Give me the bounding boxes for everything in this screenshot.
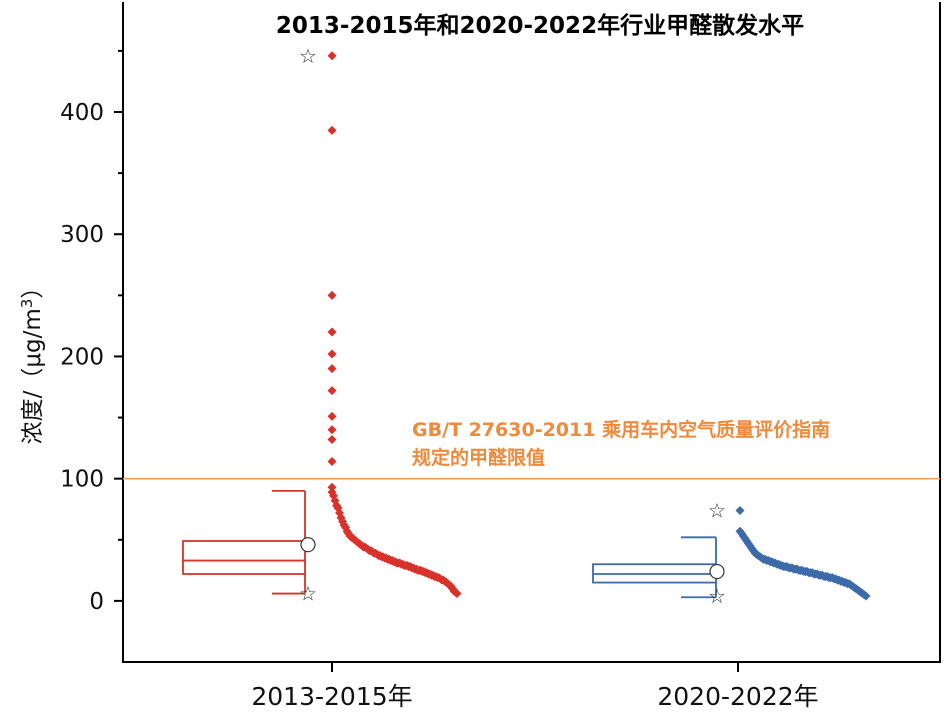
y-axis-label-text: 浓度/（μg/m (20, 308, 46, 444)
reference-label-line-1: GB/T 27630-2011 乘用车内空气质量评价指南 (412, 418, 830, 441)
plot-area: 0 100 200 300 400 2013-2015年 2020-2022年 GB/T … (60, 2, 941, 711)
y-ticks: 0 100 200 300 400 (60, 49, 123, 615)
x-tick-label: 2020-2022年 (657, 682, 818, 711)
data-point (327, 327, 337, 337)
y-axis-label-superscript: 3 (18, 299, 36, 309)
y-axis-label-close: ） (20, 276, 46, 299)
data-point (452, 589, 462, 599)
data-point (327, 435, 337, 445)
y-tick-label: 400 (60, 100, 104, 126)
data-point (861, 591, 871, 601)
max-marker: ☆ (708, 498, 726, 522)
y-tick-label: 0 (89, 589, 104, 615)
mean-marker (709, 563, 725, 580)
series-group: ☆☆ (182, 44, 462, 606)
x-tick-label: 2013-2015年 (251, 682, 412, 711)
min-marker: ☆ (708, 584, 726, 608)
chart-title: 2013-2015年和2020-2022年行业甲醛散发水平 (276, 12, 804, 39)
data-point (327, 364, 337, 374)
series-layer: ☆☆☆☆ (182, 44, 871, 608)
data-point (327, 457, 337, 467)
data-point (327, 51, 337, 61)
mean-marker (300, 537, 316, 553)
series-group: ☆☆ (592, 498, 871, 608)
data-point (327, 125, 337, 135)
data-point (327, 425, 337, 435)
reference-label-line-2: 规定的甲醛限值 (412, 446, 545, 469)
data-point (735, 505, 745, 515)
min-marker: ☆ (299, 582, 317, 606)
data-point (327, 482, 337, 492)
data-point (327, 349, 337, 359)
data-point (327, 386, 337, 396)
y-axis-label: 浓度/（μg/m3） (18, 276, 46, 445)
max-marker: ☆ (299, 44, 317, 68)
x-ticks: 2013-2015年 2020-2022年 (251, 662, 819, 711)
data-point (327, 411, 337, 421)
y-tick-label: 100 (60, 467, 104, 493)
data-point (327, 290, 337, 300)
box (182, 540, 306, 575)
y-tick-label: 300 (60, 222, 104, 248)
y-tick-label: 200 (60, 344, 104, 370)
